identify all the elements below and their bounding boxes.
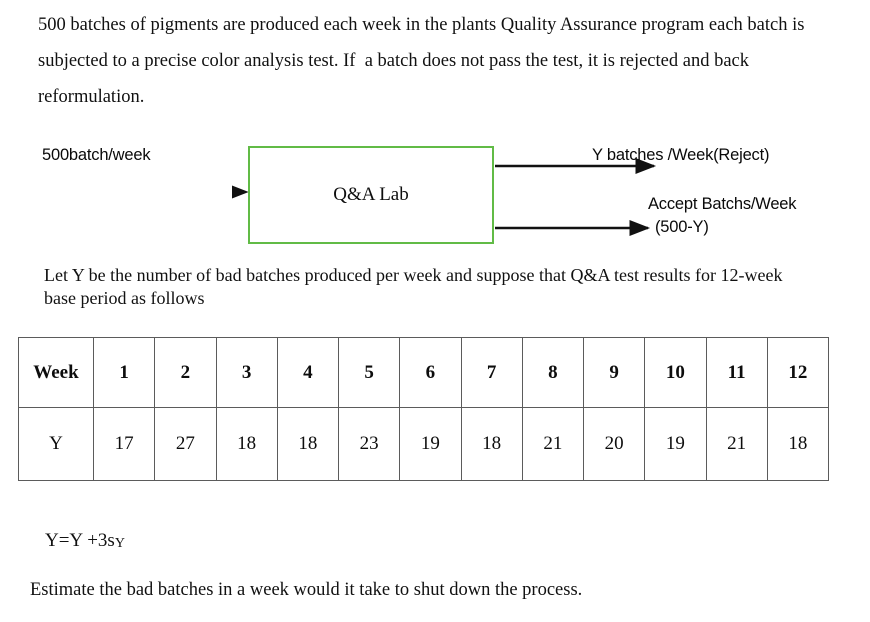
table-cell-value: 27	[154, 407, 217, 481]
mid-paragraph: Let Y be the number of bad batches produ…	[44, 265, 787, 308]
table-cell-week: 7	[460, 337, 523, 408]
table-row-week-header: Week 1 2 3 4 5 6 7 8 9 10 11 12	[18, 337, 830, 408]
closing-paragraph: Estimate the bad batches in a week would…	[30, 580, 583, 600]
weekly-results-table: Week 1 2 3 4 5 6 7 8 9 10 11 12 Y 17 27 …	[18, 337, 830, 481]
table-row-y-values: Y 17 27 18 18 23 19 18 21 20 19 21 18	[18, 407, 830, 481]
table-cell-value: 21	[521, 407, 585, 481]
formula-line: Y=Y +3sY	[45, 530, 125, 552]
qa-lab-box-label: Q&A Lab	[333, 184, 409, 205]
table-cell-value: 18	[276, 407, 340, 481]
table-cell-week: 10	[644, 337, 707, 408]
table-cell-value: 20	[582, 407, 646, 481]
table-header-label: Week	[18, 337, 94, 408]
table-cell-week: 12	[766, 337, 830, 408]
table-cell-value: 18	[766, 407, 830, 481]
table-cell-value: 19	[644, 407, 707, 481]
table-cell-week: 11	[705, 337, 768, 408]
table-cell-value: 18	[215, 407, 278, 481]
table-cell-week: 3	[215, 337, 278, 408]
table-cell-week: 4	[276, 337, 340, 408]
table-cell-value: 18	[460, 407, 523, 481]
table-cell-week: 9	[582, 337, 646, 408]
table-cell-week: 2	[154, 337, 217, 408]
table-cell-value: 23	[337, 407, 401, 481]
table-cell-value: 21	[705, 407, 768, 481]
table-cell-value: 19	[399, 407, 462, 481]
accept-flow-label-line1: Accept Batchs/Week	[648, 195, 797, 213]
table-cell-value: 17	[92, 407, 156, 481]
intro-paragraph: 500 batches of pigments are produced eac…	[38, 15, 810, 107]
table-cell-week: 6	[399, 337, 462, 408]
table-cell-week: 5	[337, 337, 401, 408]
table-cell-week: 8	[521, 337, 585, 408]
table-cell-week: 1	[92, 337, 156, 408]
formula-subscript: Y	[114, 536, 125, 551]
qa-lab-box	[248, 146, 494, 244]
formula-main: Y=Y +3s	[45, 530, 115, 551]
table-row-label-y: Y	[18, 407, 94, 481]
accept-flow-label-line2: (500-Y)	[655, 218, 709, 236]
reject-flow-label: Y batches /Week(Reject)	[592, 146, 770, 164]
input-flow-label: 500batch/week	[42, 146, 151, 164]
